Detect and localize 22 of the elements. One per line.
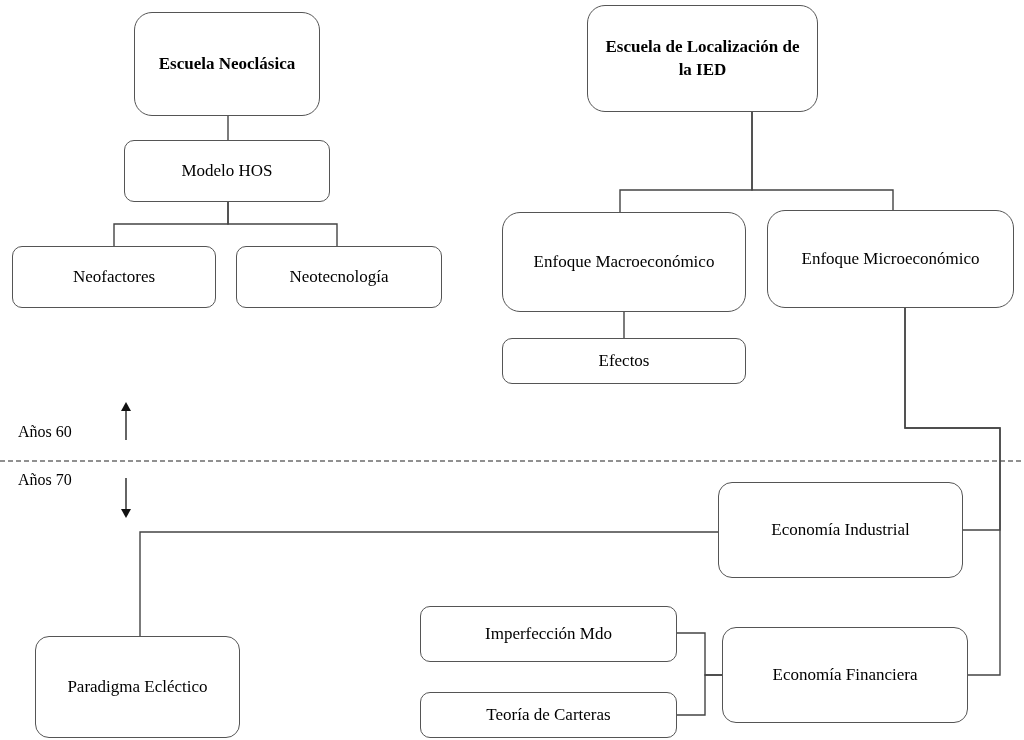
text-box: Neotecnología bbox=[236, 246, 442, 308]
text-box: Enfoque Microeconómico bbox=[767, 210, 1014, 308]
text-box: Modelo HOS bbox=[124, 140, 330, 202]
connector-line bbox=[904, 307, 1001, 676]
text-box: Enfoque Macroeconómico bbox=[502, 212, 746, 312]
connector-line bbox=[227, 201, 338, 247]
text-box: Escuela Neoclásica bbox=[134, 12, 320, 116]
period-label: Años 70 bbox=[18, 470, 72, 490]
text-box: Escuela de Localización de la IED bbox=[587, 5, 818, 112]
connector-line bbox=[623, 311, 625, 339]
text-box: Efectos bbox=[502, 338, 746, 384]
text-box: Economía Industrial bbox=[718, 482, 963, 578]
text-box: Economía Financiera bbox=[722, 627, 968, 723]
text-box: Neofactores bbox=[12, 246, 216, 308]
connector-line bbox=[751, 111, 894, 211]
period-label: Años 60 bbox=[18, 422, 72, 442]
connector-line bbox=[676, 674, 723, 716]
text-box: Imperfección Mdo bbox=[420, 606, 677, 662]
text-box: Paradigma Ecléctico bbox=[35, 636, 240, 738]
text-box: Teoría de Carteras bbox=[420, 692, 677, 738]
connector-line bbox=[227, 115, 229, 141]
connector-line bbox=[139, 531, 719, 637]
